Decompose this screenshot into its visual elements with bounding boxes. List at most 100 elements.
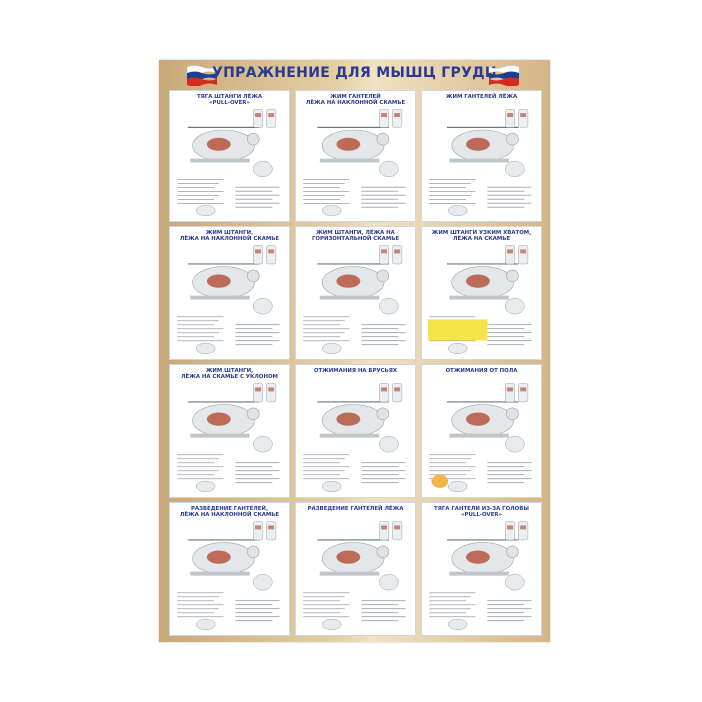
detail-sketch	[321, 618, 342, 630]
exercise-panel: ЖИМ ШТАНГИ, ЛЁЖА НА СКАМЬЕ С УКЛОНОМ	[169, 364, 290, 498]
exercise-title: ОТЖИМАНИЯ НА БРУСЬЯХ	[313, 368, 398, 374]
exercise-panel: ЖИМ ГАНТЕЛЕЙ ЛЁЖА НА НАКЛОННОЙ СКАМЬЕ	[295, 90, 416, 222]
exercise-illustration	[177, 521, 280, 630]
anatomy-muscle-mark	[507, 113, 514, 117]
chest-muscle-highlight	[466, 274, 490, 288]
poster-header: УПРАЖНЕНИЕ ДЛЯ МЫШЦ ГРУДИ	[159, 60, 550, 88]
detail-sketch	[195, 618, 216, 630]
exercise-grid: ТЯГА ШТАНГИ ЛЁЖА «PULL-OVER» ЖИМ ГАНТЕЛЕ…	[169, 90, 542, 636]
anatomy-muscle-mark	[507, 249, 514, 254]
exercise-illustration	[429, 383, 532, 492]
anatomy-muscle-mark	[268, 249, 275, 254]
bench-sketch	[449, 295, 509, 300]
anatomy-figure-sketch	[505, 521, 516, 541]
chest-muscle-highlight	[206, 274, 231, 288]
anatomy-muscle-mark	[268, 387, 275, 392]
exercise-panel: ЖИМ ШТАНГИ, ЛЁЖА НА ГОРИЗОНТАЛЬНОЙ СКАМЬ…	[295, 226, 416, 360]
anatomy-figure-sketch	[518, 383, 529, 403]
athlete-head-sketch	[247, 269, 260, 283]
anatomy-figure-sketch	[253, 383, 264, 403]
detail-sketch	[505, 298, 525, 315]
bench-sketch	[449, 571, 509, 576]
detail-sketch	[379, 436, 399, 453]
anatomy-figure-sketch	[518, 245, 529, 265]
athlete-head-sketch	[376, 407, 390, 421]
exercise-illustration	[303, 245, 406, 354]
anatomy-muscle-mark	[255, 249, 262, 254]
anatomy-figure-sketch	[379, 108, 390, 128]
detail-sketch	[321, 342, 342, 354]
bench-sketch	[319, 433, 380, 438]
anatomy-figure-sketch	[379, 383, 390, 403]
detail-sketch	[253, 436, 273, 453]
anatomy-figure-sketch	[379, 245, 390, 265]
exercise-panel: РАЗВЕДЕНИЕ ГАНТЕЛЕЙ ЛЁЖА	[295, 502, 416, 636]
detail-sketch	[505, 574, 525, 591]
exercise-title: ТЯГА ГАНТЕЛИ ИЗ-ЗА ГОЛОВЫ «PULL-OVER»	[434, 506, 529, 519]
chest-muscle-highlight	[336, 274, 361, 288]
anatomy-figure-sketch	[253, 521, 264, 541]
bench-sketch	[319, 295, 380, 300]
russian-flag-left-icon	[187, 65, 217, 86]
anatomy-figure-sketch	[266, 108, 277, 128]
anatomy-figure-sketch	[266, 521, 277, 541]
detail-sketch	[253, 160, 273, 178]
athlete-head-sketch	[506, 407, 519, 421]
detail-sketch	[447, 205, 468, 217]
anatomy-muscle-mark	[507, 525, 514, 530]
anatomy-figure-sketch	[518, 108, 529, 128]
exercise-title: ТЯГА ШТАНГИ ЛЁЖА «PULL-OVER»	[196, 94, 263, 107]
exercise-title: ОТЖИМАНИЯ ОТ ПОЛА	[445, 368, 518, 374]
anatomy-figure-sketch	[266, 245, 277, 265]
anatomy-figure-sketch	[253, 245, 264, 265]
anatomy-muscle-mark	[520, 113, 527, 117]
detail-sketch-orange	[431, 474, 449, 488]
detail-sketch	[195, 205, 216, 217]
bench-sketch	[319, 158, 380, 163]
anatomy-muscle-mark	[255, 525, 262, 530]
anatomy-muscle-mark	[394, 113, 401, 117]
anatomy-figure-sketch	[392, 108, 403, 128]
anatomy-muscle-mark	[381, 113, 388, 117]
bench-sketch	[319, 571, 380, 576]
chest-muscle-highlight	[466, 550, 490, 564]
detail-sketch	[253, 574, 273, 591]
exercise-illustration	[177, 245, 280, 354]
anatomy-figure-sketch	[518, 521, 529, 541]
detail-sketch	[447, 618, 468, 630]
anatomy-muscle-mark	[381, 525, 388, 530]
anatomy-figure-sketch	[505, 108, 516, 128]
detail-sketch	[195, 480, 216, 492]
anatomy-figure-sketch	[379, 521, 390, 541]
athlete-head-sketch	[376, 269, 390, 283]
anatomy-figure-sketch	[253, 108, 264, 128]
detail-sketch	[379, 160, 399, 178]
anatomy-figure-sketch	[392, 383, 403, 403]
anatomy-muscle-mark	[520, 525, 527, 530]
exercise-illustration	[303, 108, 406, 217]
anatomy-figure-sketch	[505, 245, 516, 265]
athlete-head-sketch	[247, 407, 260, 421]
anatomy-muscle-mark	[255, 387, 262, 392]
anatomy-muscle-mark	[520, 387, 527, 392]
athlete-head-sketch	[506, 132, 519, 146]
bench-sketch	[190, 571, 250, 576]
exercise-title: ЖИМ ШТАНГИ, ЛЁЖА НА НАКЛОННОЙ СКАМЬЕ	[179, 230, 280, 243]
detail-sketch	[447, 480, 468, 492]
anatomy-muscle-mark	[394, 249, 401, 254]
athlete-head-sketch	[376, 545, 390, 559]
detail-sketch	[253, 298, 273, 315]
exercise-panel: ТЯГА ШТАНГИ ЛЁЖА «PULL-OVER»	[169, 90, 290, 222]
anatomy-figure-sketch	[266, 383, 277, 403]
anatomy-muscle-mark	[381, 387, 388, 392]
anatomy-figure-sketch	[505, 383, 516, 403]
poster: УПРАЖНЕНИЕ ДЛЯ МЫШЦ ГРУДИ ТЯГА ШТАНГИ ЛЁ…	[159, 60, 550, 642]
russian-flag-right-icon	[489, 65, 519, 86]
athlete-head-sketch	[247, 132, 260, 146]
chest-muscle-highlight	[466, 412, 490, 426]
detail-sketch	[379, 298, 399, 315]
chest-muscle-highlight	[336, 137, 361, 151]
exercise-panel: РАЗВЕДЕНИЕ ГАНТЕЛЕЙ, ЛЁЖА НА НАКЛОННОЙ С…	[169, 502, 290, 636]
detail-sketch	[379, 574, 399, 591]
detail-sketch	[195, 342, 216, 354]
